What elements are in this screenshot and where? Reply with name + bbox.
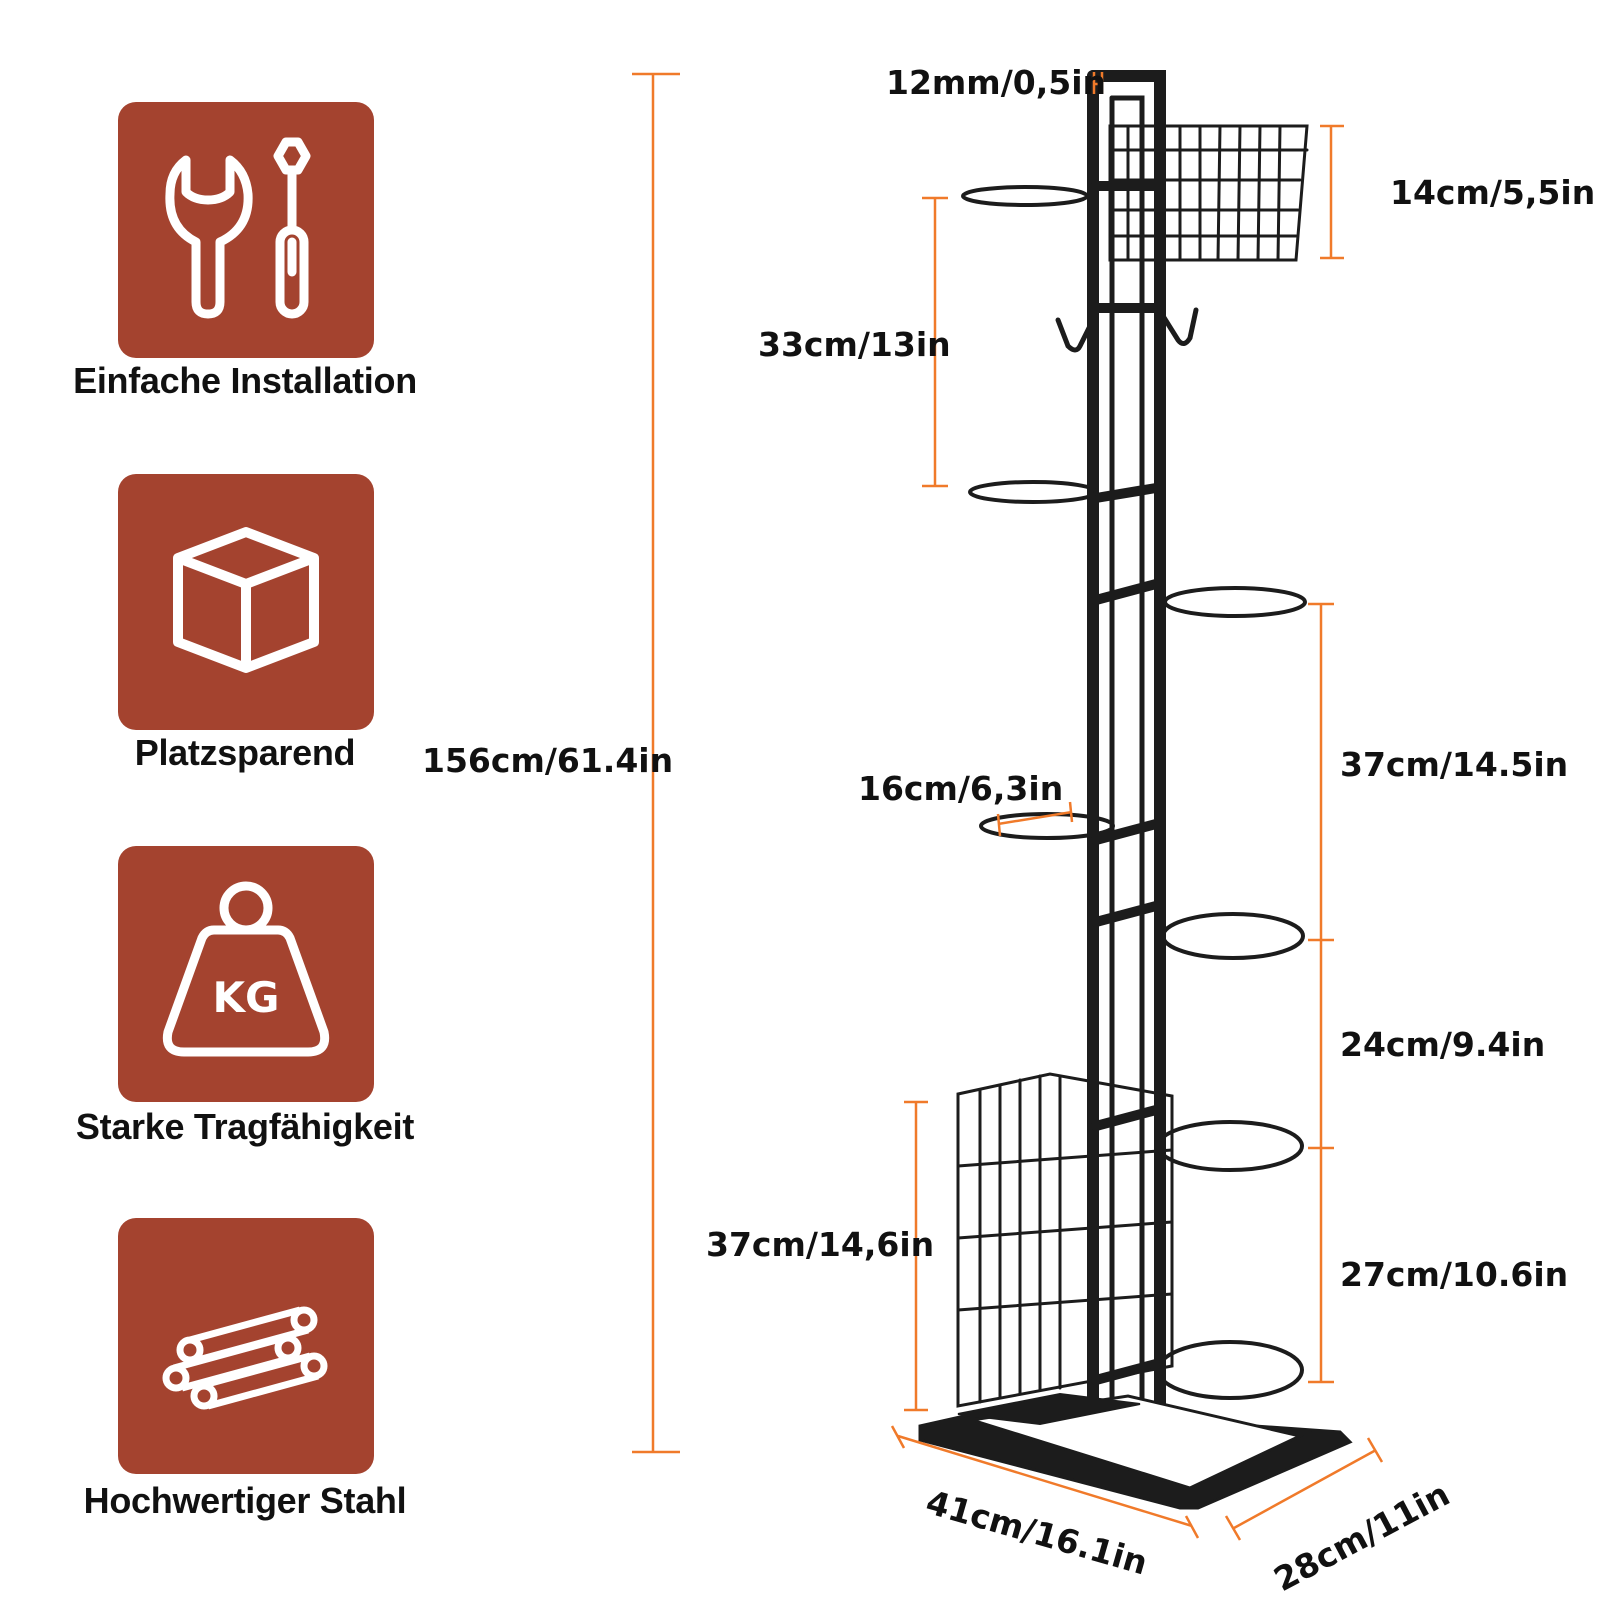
weight-icon: KG — [162, 881, 330, 1057]
total-height-line — [632, 72, 680, 1454]
dim-line-upper-gap — [922, 196, 948, 488]
feature-tile-steel — [118, 1218, 374, 1474]
label-bottom-basket: 37cm/14,6in — [706, 1225, 934, 1264]
feature-label-installation: Einfache Installation — [73, 360, 417, 401]
dim-line-base-length — [890, 1425, 1200, 1539]
label-right-gap-2: 24cm/9.4in — [1340, 1025, 1545, 1064]
weight-icon-label: KG — [212, 973, 279, 1022]
label-right-gap-1: 37cm/14.5in — [1340, 745, 1568, 784]
feature-label-space: Platzsparend — [134, 732, 356, 773]
dim-line-top-basket — [1320, 124, 1344, 260]
dim-line-ring-width — [996, 801, 1074, 837]
feature-tile-load: KG — [118, 846, 374, 1102]
dim-line-right-gaps — [1308, 602, 1334, 1384]
label-base-length: 41cm/16.1in — [922, 1482, 1152, 1582]
feature-label-steel: Hochwertiger Stahl — [83, 1480, 407, 1521]
label-upper-gap: 33cm/13in — [758, 325, 951, 364]
dim-line-bottom-basket — [904, 1100, 928, 1412]
feature-label-load: Starke Tragfähigkeit — [75, 1106, 415, 1147]
box-icon — [173, 527, 319, 673]
label-top-basket: 14cm/5,5in — [1390, 173, 1595, 212]
dim-line-base-depth — [1224, 1437, 1384, 1541]
rack-frame — [918, 70, 1353, 1510]
tools-icon — [165, 137, 311, 319]
label-ring-width: 16cm/6,3in — [858, 769, 1063, 808]
dim-line-bar-width — [1092, 72, 1104, 94]
feature-tile-space — [118, 474, 374, 730]
label-height-total: 156cm/61.4in — [422, 741, 673, 780]
steel-bars-icon — [162, 1306, 328, 1410]
label-right-gap-3: 27cm/10.6in — [1340, 1255, 1568, 1294]
feature-tile-installation — [118, 102, 374, 358]
label-bar-width: 12mm/0,5in — [886, 63, 1106, 102]
